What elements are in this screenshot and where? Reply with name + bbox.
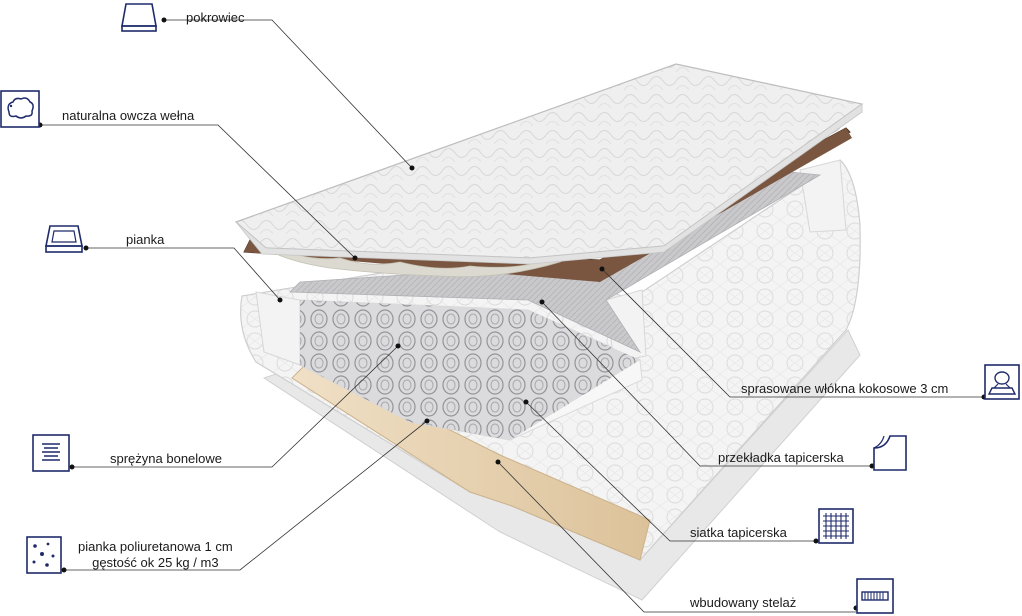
frame-icon <box>856 578 894 614</box>
label-padding: przekładka tapicerska <box>718 450 844 465</box>
spring-unit <box>300 300 640 440</box>
cover-icon <box>121 3 157 32</box>
label-foam: pianka <box>126 232 165 247</box>
foam-tray-icon <box>45 225 83 253</box>
label-coconut: sprasowane włókna kokosowe 3 cm <box>741 381 949 396</box>
coconut-fiber-icon <box>984 364 1020 400</box>
label-spring: sprężyna bonelowe <box>110 451 223 466</box>
leader-lines <box>40 19 984 613</box>
label-pu-foam: pianka poliuretanowa 1 cm gęstość ok 25 … <box>78 539 233 571</box>
label-wool: naturalna owcza wełna <box>62 108 195 123</box>
label-pokrowiec: pokrowiec <box>186 10 245 25</box>
padding-sheet-icon <box>873 435 907 471</box>
sheep-icon <box>0 90 40 128</box>
label-pu-foam-line1: pianka poliuretanowa 1 cm <box>78 539 233 554</box>
mesh-grid-icon <box>818 508 854 544</box>
top-cover <box>234 63 864 265</box>
foam-dots-icon <box>26 536 62 574</box>
label-pu-foam-line2: gęstość ok 25 kg / m3 <box>92 555 219 570</box>
felt-layer <box>289 171 822 353</box>
spring-icon <box>32 434 70 472</box>
label-mesh: siatka tapicerska <box>690 525 787 540</box>
label-frame: wbudowany stelaż <box>690 595 797 610</box>
